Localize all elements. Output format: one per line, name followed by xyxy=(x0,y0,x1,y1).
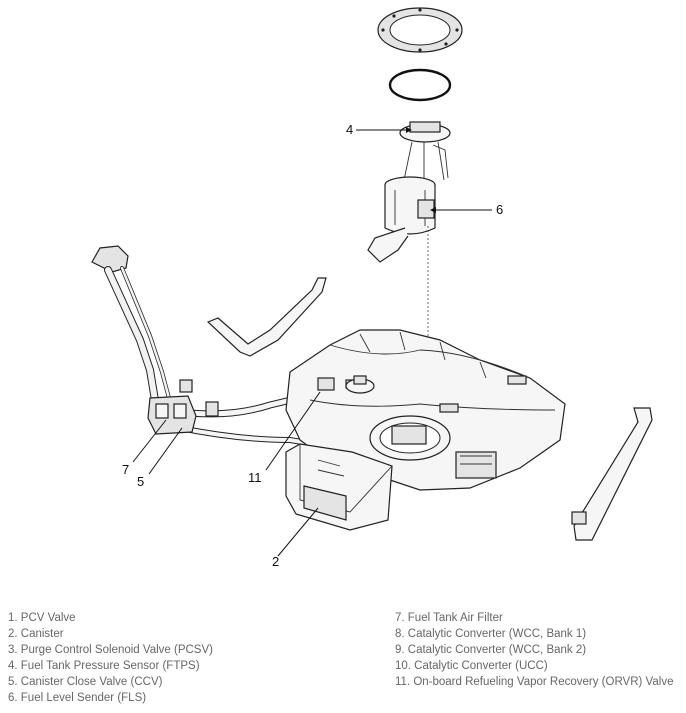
legend-right-column: 7. Fuel Tank Air Filter 8. Catalytic Con… xyxy=(395,610,673,690)
legend-item: 1. PCV Valve xyxy=(8,612,76,624)
callout-2: 2 xyxy=(272,554,279,569)
legend-item: 9. Catalytic Converter (WCC, Bank 2) xyxy=(395,644,587,656)
callout-11: 11 xyxy=(248,470,262,485)
legend-item: 5. Canister Close Valve (CCV) xyxy=(8,676,163,688)
fuel-filler-neck xyxy=(91,245,172,424)
callout-5: 5 xyxy=(137,474,144,489)
fuel-tank xyxy=(285,329,566,491)
callout-leaders xyxy=(132,127,492,557)
legend-item: 6. Fuel Level Sender (FLS) xyxy=(8,692,147,704)
o-ring-seal xyxy=(388,68,452,102)
callout-4: 4 xyxy=(346,122,353,137)
legend-item: 4. Fuel Tank Pressure Sensor (FTPS) xyxy=(8,660,200,672)
callout-6: 6 xyxy=(496,202,503,217)
callout-7: 7 xyxy=(122,462,129,477)
fuel-system-diagram: 4 6 7 5 11 2 xyxy=(91,7,653,569)
legend-item: 3. Purge Control Solenoid Valve (PCSV) xyxy=(8,644,213,656)
legend-item: 2. Canister xyxy=(8,628,64,640)
legend-left-column: 1. PCV Valve 2. Canister 3. Purge Contro… xyxy=(8,610,213,706)
legend-item: 7. Fuel Tank Air Filter xyxy=(395,612,503,624)
legend-item: 11. On-board Refueling Vapor Recovery (O… xyxy=(395,676,674,688)
canister-close-valve-assembly xyxy=(147,395,197,435)
tank-strap-right xyxy=(571,407,653,541)
fuel-pump-module xyxy=(367,121,451,263)
canister xyxy=(285,443,393,531)
tank-strap-left xyxy=(206,277,327,357)
pump-gasket-ring xyxy=(377,7,463,53)
legend-item: 8. Catalytic Converter (WCC, Bank 1) xyxy=(395,628,587,640)
legend-item: 10. Catalytic Converter (UCC) xyxy=(395,660,548,672)
